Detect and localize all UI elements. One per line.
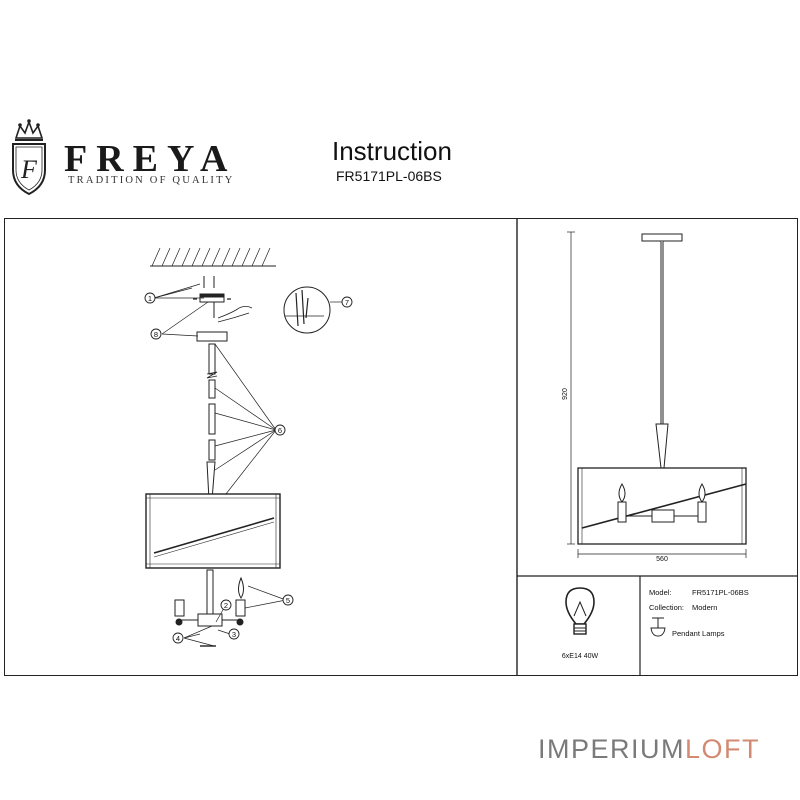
callout-6: 6: [278, 426, 282, 435]
document-model-code: FR5171PL-06BS: [336, 168, 442, 184]
callout-6-circle: [274, 424, 286, 436]
callout-8-circle: [150, 328, 162, 340]
brand-tagline: TRADITION OF QUALITY: [68, 175, 235, 186]
lamp-spec: 6xE14 40W: [562, 653, 599, 660]
callout-1-circle: [144, 292, 156, 304]
dimension-drawing: [567, 231, 747, 558]
callout-5: 5: [286, 596, 290, 605]
callout-7-circle: [341, 296, 353, 308]
callout-2-circle: [220, 599, 232, 611]
width-dimension: 560: [656, 556, 668, 563]
callout-4: 4: [176, 634, 180, 643]
callout-4-circle: [172, 632, 184, 644]
model-value: FR5171PL-06BS: [692, 588, 749, 597]
callout-1: 1: [148, 294, 152, 303]
callout-3-circle: [228, 628, 240, 640]
document-title: Instruction: [332, 136, 452, 166]
callout-3: 3: [232, 630, 236, 639]
watermark-part1: IMPERIUM: [538, 734, 685, 764]
freya-crest-icon: F: [12, 119, 46, 196]
watermark-part2: LOFT: [685, 734, 761, 764]
bulb-icon: [565, 587, 595, 635]
collection-label: Collection:: [649, 603, 684, 612]
logo-letter: F: [20, 155, 38, 184]
imperiumloft-watermark: IMPERIUMLOFT: [538, 736, 760, 763]
collection-value: Modern: [692, 603, 717, 612]
callout-8: 8: [154, 330, 158, 339]
callout-5-circle: [282, 594, 294, 606]
assembly-drawing: [144, 247, 353, 647]
callout-7: 7: [345, 298, 349, 307]
instruction-frame: [4, 218, 798, 676]
model-label: Model:: [649, 588, 672, 597]
type-value: Pendant Lamps: [672, 629, 725, 638]
callout-2: 2: [224, 601, 228, 610]
instruction-drawings: 1 2 3 4 5 6 7 8 920 560 6xE14 40W Model:…: [144, 218, 798, 676]
height-dimension: 920: [562, 388, 569, 400]
pendant-lamp-icon: [650, 617, 666, 637]
brand-name: FREYA: [64, 138, 237, 180]
